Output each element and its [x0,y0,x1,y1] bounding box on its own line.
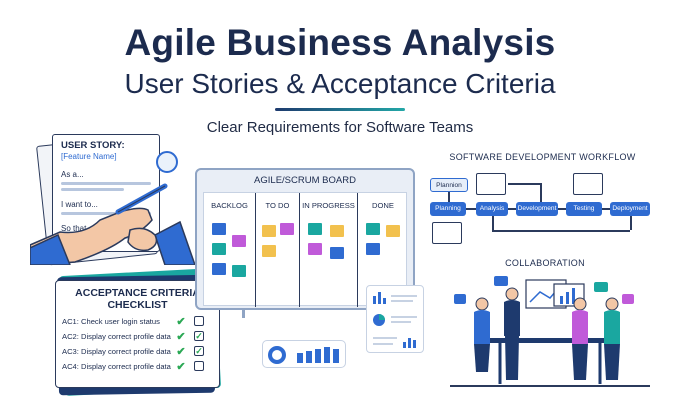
sticky-note [308,243,322,255]
workflow-loop [492,230,630,232]
chart-doc-icon [573,173,603,195]
sticky-note [262,225,276,237]
workflow-connector [448,192,450,202]
sticky-note [386,225,400,237]
column-header: TO DO [265,201,290,210]
chart-doc-icon [476,173,506,195]
sticky-note [280,223,294,235]
chat-bubble-icon [156,151,178,173]
user-story-line-1: As a... [61,170,84,179]
check-icon: ✔ [176,345,186,358]
workflow-step-analysis: Analysis [476,202,508,216]
acceptance-criteria-card: ACCEPTANCE CRITERIA CHECKLIST AC1: Check… [55,280,220,388]
workflow-connector [558,208,566,210]
workflow-step-testing: Testing [566,202,602,216]
check-icon: ✔ [176,330,186,343]
column-header: BACKLOG [211,201,248,210]
hand-with-pen-icon [30,183,196,265]
sticky-note [308,223,322,235]
ac-item-text: AC2: Display correct profile data [62,331,171,341]
tagline: Clear Requirements for Software Teams [206,119,474,136]
user-story-feature: [Feature Name] [61,152,117,161]
checkbox[interactable]: ✓ [194,331,204,341]
sticky-note [212,263,226,275]
bar-chart-icon [373,292,417,348]
workflow-step-deployment: Deployment [610,202,650,216]
checkbox[interactable] [194,316,204,326]
sticky-note [232,265,246,277]
ac-item: AC1: Check user login status ✔ [62,314,213,328]
user-story-heading: USER STORY: [61,140,125,151]
sticky-note [366,243,380,255]
board-legs [242,310,372,318]
workflow-connector [508,183,540,185]
ac-item-text: AC1: Check user login status [62,316,160,326]
ac-item: AC2: Display correct profile data ✔ ✓ [62,329,213,343]
check-icon: ✔ [176,360,186,373]
column-header: DONE [372,201,394,210]
board-column-in-progress: IN PROGRESS [300,193,358,307]
ac-item-text: AC4: Display correct profile data [62,361,171,371]
ac-title-line1: ACCEPTANCE CRITERIA [75,287,200,299]
floor-line [450,385,650,387]
user-story-line-3: So that... [61,224,94,233]
workflow-title: SOFTWARE DEVELOPMENT WORKFLOW [449,152,636,162]
sticky-note [212,243,226,255]
sticky-note [366,223,380,235]
board-column-done: DONE [358,193,408,307]
sticky-note [330,247,344,259]
title-divider [275,108,405,111]
board-column-backlog: BACKLOG [204,193,256,307]
workflow-step-upper: Plannion [430,178,468,192]
text-line [61,188,124,191]
workflow-loop [492,216,494,230]
collaboration-title: COLLABORATION [505,258,585,268]
page-subtitle: User Stories & Acceptance Criteria [124,68,556,99]
checkbox[interactable] [194,361,204,371]
board-title: AGILE/SCRUM BOARD [254,175,356,186]
sticky-note [262,245,276,257]
workflow-connector [540,183,542,202]
ac-item: AC4: Display correct profile data ✔ [62,359,213,373]
sticky-note [212,223,226,235]
workflow-step-development: Development [516,202,558,216]
text-line [61,212,151,215]
column-header: IN PROGRESS [302,201,355,210]
user-story-line-2: I want to... [61,200,98,209]
metrics-chip [262,340,346,368]
checkbox[interactable]: ✓ [194,346,204,356]
page-title: Agile Business Analysis [124,22,556,63]
ac-title-line2: CHECKLIST [107,299,168,311]
ac-item-text: AC3: Display correct profile data [62,346,171,356]
workflow-step-planning: Planning [430,202,466,216]
donut-bars-icon [268,346,339,364]
ac-item: AC3: Display correct profile data ✔ ✓ [62,344,213,358]
sticky-note [330,225,344,237]
team-collaboration-illustration [454,276,634,384]
dashboard-card [366,285,424,353]
board-column-todo: TO DO [256,193,300,307]
chart-doc-icon [432,222,462,244]
sticky-note [232,235,246,247]
workflow-connector [602,208,610,210]
text-line [61,182,151,185]
workflow-connector [508,208,516,210]
check-icon: ✔ [176,315,186,328]
workflow-connector [466,208,476,210]
workflow-loop [630,216,632,230]
